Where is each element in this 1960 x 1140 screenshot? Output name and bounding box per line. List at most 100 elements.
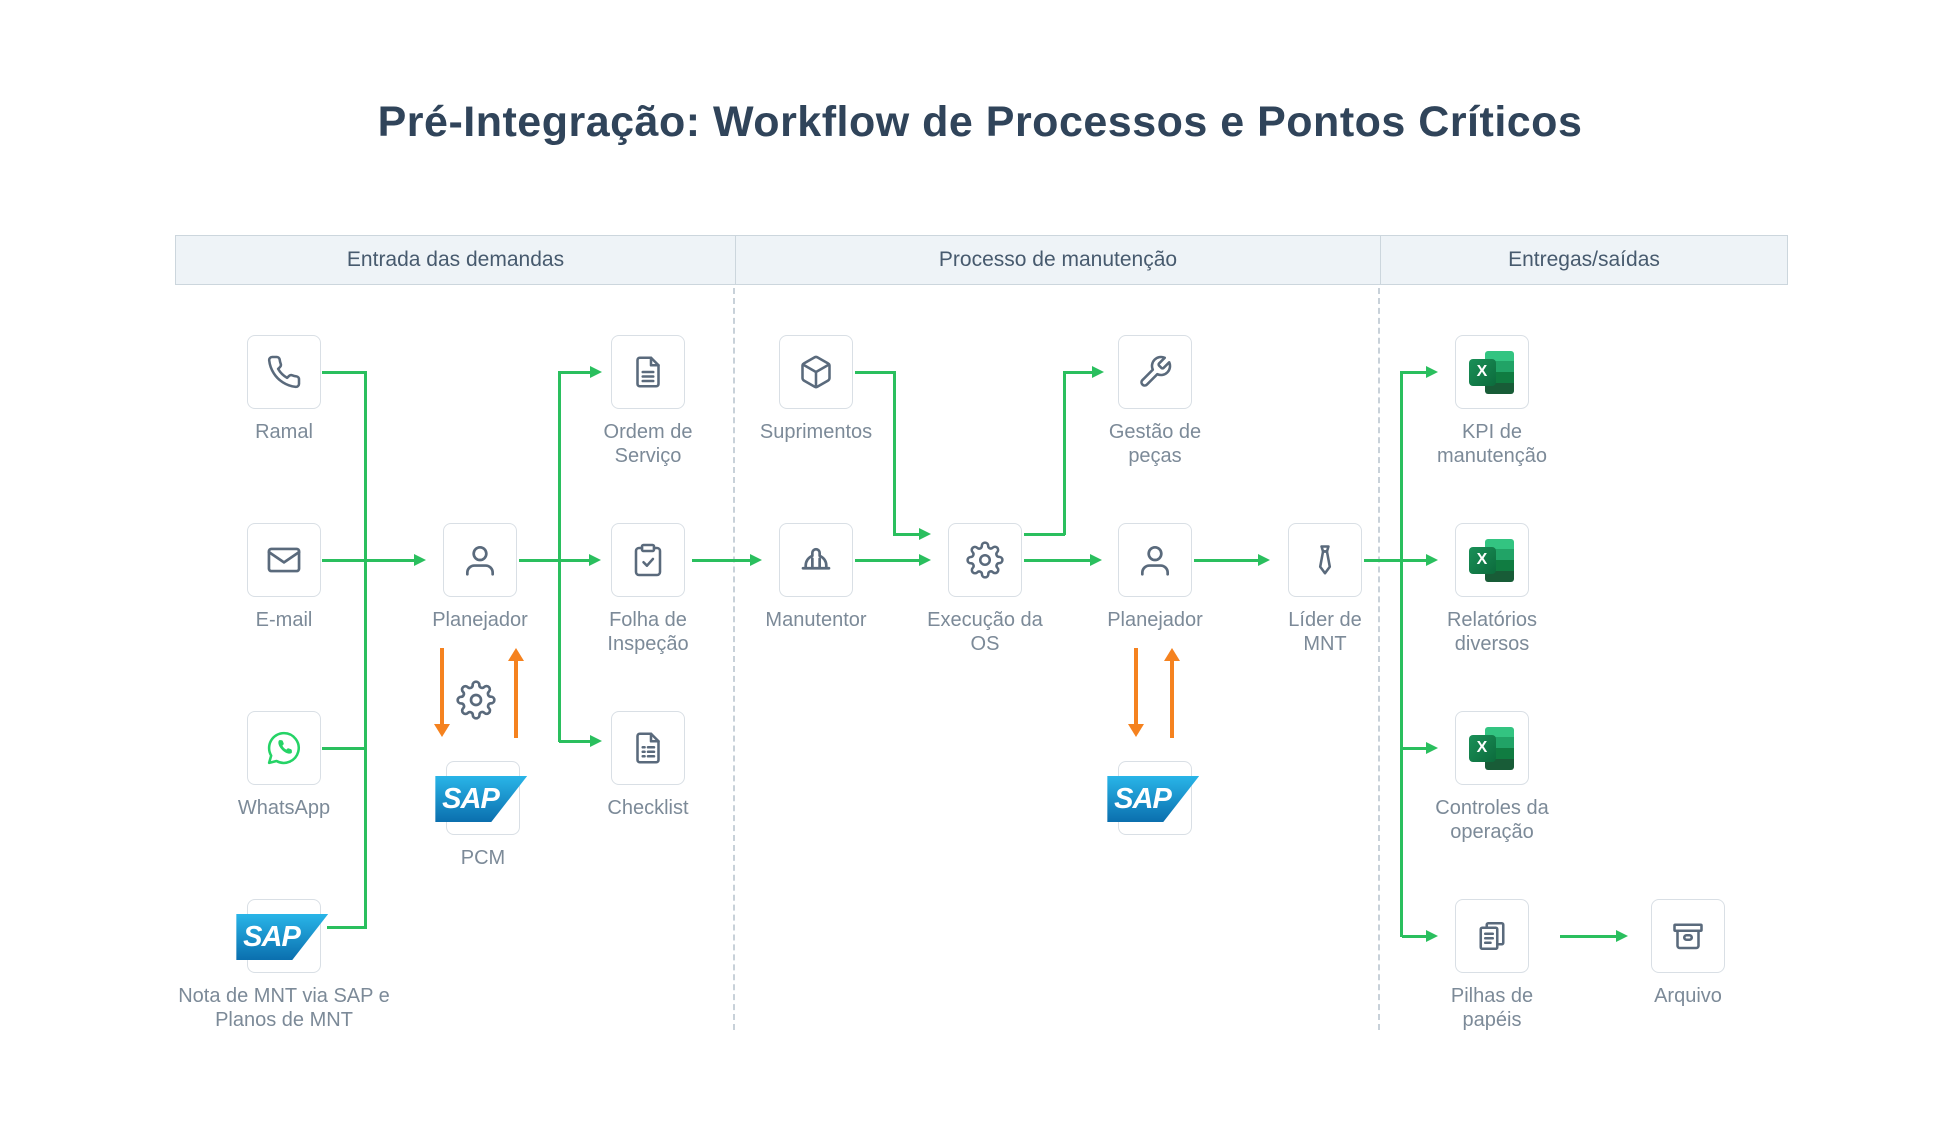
person-icon <box>1140 545 1170 576</box>
arrowhead-to-gestao <box>1092 365 1104 378</box>
excel-icon: X <box>1468 538 1516 582</box>
node-label-manutentor: Manutentor <box>765 609 867 631</box>
arrowhead-to-arquivo <box>1616 929 1628 942</box>
lane-header-entregas: Entregas/saídas <box>1508 248 1660 271</box>
sync-arrowhead-up-sap2 <box>1164 648 1180 661</box>
arrowhead-to-kpi <box>1426 365 1438 378</box>
lane-header-processo: Processo de manutenção <box>736 236 1381 284</box>
node-whatsapp: WhatsApp <box>214 711 354 820</box>
flow-line-suprimentos-out <box>855 370 895 374</box>
arrowhead-to-planejador2 <box>1090 553 1102 566</box>
archive-box-icon <box>1673 923 1703 950</box>
arrowhead-to-execucao <box>919 553 931 566</box>
node-label-folha: Folha de Inspeção <box>607 609 689 655</box>
node-kpi-de-manutencao: X KPI de manutenção <box>1412 335 1572 468</box>
document-icon <box>636 356 660 388</box>
excel-icon: X <box>1468 350 1516 394</box>
lane-divider-right <box>1378 288 1380 1030</box>
flow-line-ramal-out <box>322 370 365 374</box>
node-label-sap-nota: Nota de MNT via SAP e Planos de MNT <box>178 985 390 1031</box>
excel-icon: X <box>1468 726 1516 770</box>
node-email: E-mail <box>224 523 344 632</box>
node-label-pcm: PCM <box>460 847 506 869</box>
flow-line-to-controles <box>1402 746 1428 750</box>
node-label-planejador-1: Planejador <box>432 609 528 631</box>
arrowhead-to-manutentor <box>750 553 762 566</box>
sync-arrow-down-pcm <box>440 648 444 726</box>
node-pcm: SAP PCM <box>423 761 543 870</box>
node-label-pilhas: Pilhas de papéis <box>1450 985 1534 1031</box>
node-label-checklist: Checklist <box>607 797 689 819</box>
node-label-arquivo: Arquivo <box>1654 985 1722 1007</box>
node-label-execucao: Execução da OS <box>927 609 1043 655</box>
flow-line-execucao-to-planejador2 <box>1024 558 1092 562</box>
checklist-document-icon <box>636 732 660 764</box>
flow-line-planejador2-to-lider <box>1194 558 1260 562</box>
flow-line-to-folha <box>519 558 591 562</box>
node-label-planejador-2: Planejador <box>1107 609 1203 631</box>
node-label-suprimentos: Suprimentos <box>759 421 873 443</box>
node-label-ordem: Ordem de Serviço <box>603 421 693 467</box>
flow-line-suprimentos-drop <box>892 370 896 536</box>
arrowhead-to-pilhas <box>1426 929 1438 942</box>
flow-line-pilhas-to-arquivo <box>1560 934 1618 938</box>
flow-line-to-gestao <box>1064 370 1094 374</box>
flow-line-folha-to-manutentor <box>692 558 752 562</box>
node-label-relatorios: Relatórios diversos <box>1446 609 1538 655</box>
node-checklist: Checklist <box>578 711 718 820</box>
arrowhead-to-relatorios <box>1426 553 1438 566</box>
node-controles-da-operacao: X Controles da operação <box>1417 711 1567 844</box>
node-label-gestao: Gestão de peças <box>1108 421 1202 467</box>
sync-gear-icon <box>456 680 496 720</box>
node-gestao-de-pecas: Gestão de peças <box>1095 335 1215 468</box>
node-pilhas-de-papeis: Pilhas de papéis <box>1437 899 1547 1032</box>
flow-line-input-trunk <box>363 370 367 929</box>
lane-header-entrada: Entrada das demandas <box>176 236 736 284</box>
node-label-whatsapp: WhatsApp <box>237 797 331 819</box>
node-relatorios-diversos: X Relatórios diversos <box>1427 523 1557 656</box>
sap-logo: SAP <box>1107 776 1200 822</box>
flow-line-whatsapp-out <box>322 746 365 750</box>
node-lider-de-mnt: Líder de MNT <box>1270 523 1380 656</box>
node-folha-de-inspecao: Folha de Inspeção <box>583 523 713 656</box>
wrench-icon <box>1140 355 1172 387</box>
node-ordem-de-servico: Ordem de Serviço <box>583 335 713 468</box>
sync-arrow-up-sap2 <box>1170 660 1174 738</box>
arrowhead-to-planejador <box>414 553 426 566</box>
sap-logo: SAP <box>236 914 329 960</box>
node-planejador-2: Planejador <box>1075 523 1235 632</box>
person-icon <box>465 545 495 576</box>
lane-divider-left <box>733 288 735 1030</box>
lane-header-band: Entrada das demandas Processo de manuten… <box>175 235 1788 285</box>
sync-arrowhead-up-pcm <box>508 648 524 661</box>
flow-line-to-pilhas <box>1402 934 1428 938</box>
node-label-email: E-mail <box>255 609 313 631</box>
node-arquivo: Arquivo <box>1618 899 1758 1008</box>
flow-line-email-to-planejador <box>322 558 416 562</box>
flow-line-execucao-rise <box>1062 370 1066 535</box>
stacked-papers-icon <box>1479 921 1505 951</box>
whatsapp-icon <box>267 731 300 765</box>
sync-arrowhead-down-pcm <box>434 724 450 737</box>
node-ramal: Ramal <box>224 335 344 444</box>
envelope-icon <box>267 547 301 573</box>
node-planejador-1: Planejador <box>400 523 560 632</box>
flow-line-sapnota-out <box>327 925 365 929</box>
arrowhead-suprimentos-to-execucao <box>919 527 931 540</box>
flow-line-to-ordem <box>559 370 592 374</box>
sync-arrow-down-sap2 <box>1134 648 1138 726</box>
gear-icon <box>966 541 1004 579</box>
node-label-controles: Controles da operação <box>1435 797 1549 843</box>
sync-arrow-up-pcm <box>514 660 518 738</box>
clipboard-check-icon <box>634 543 662 577</box>
flow-line-execucao-up-out <box>1024 532 1065 536</box>
hard-hat-icon <box>801 547 831 570</box>
flow-line-lider-to-relatorios <box>1364 558 1428 562</box>
page-title: Pré-Integração: Workflow de Processos e … <box>377 98 1583 146</box>
node-suprimentos: Suprimentos <box>731 335 901 444</box>
node-label-lider: Líder de MNT <box>1288 609 1362 655</box>
sync-arrowhead-down-sap2 <box>1128 724 1144 737</box>
arrowhead-to-controles <box>1426 741 1438 754</box>
phone-icon <box>267 355 301 389</box>
